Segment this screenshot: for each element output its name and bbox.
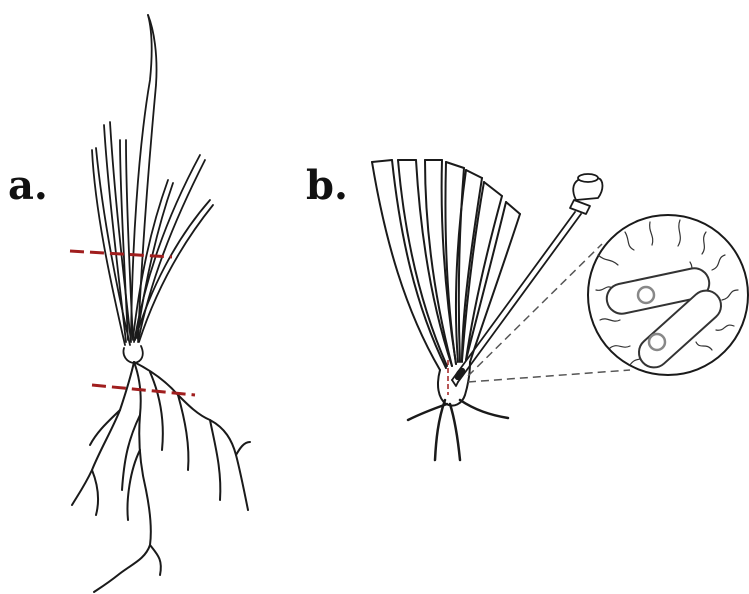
leaf-right-2 <box>135 200 213 342</box>
roots-b <box>408 400 508 460</box>
seedling-drawing-a <box>72 15 250 592</box>
roots-a <box>72 362 250 592</box>
magnified-view <box>588 215 748 375</box>
nucleus-1 <box>638 287 654 303</box>
cut-line-lower <box>92 385 195 395</box>
nucleus-2 <box>649 334 665 350</box>
needle-icon <box>452 174 603 386</box>
seedling-crown-a <box>123 346 142 363</box>
leaf-strip-4 <box>445 162 464 364</box>
seedling-drawing-b <box>372 160 520 460</box>
leaf-right-1 <box>134 155 205 342</box>
